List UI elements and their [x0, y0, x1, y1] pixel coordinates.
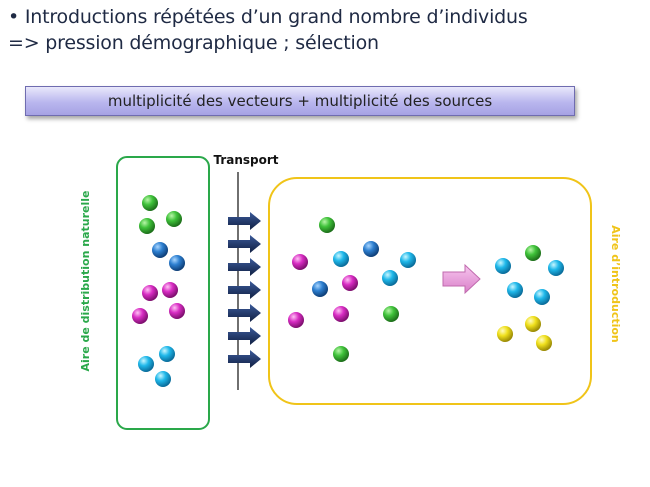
individual-blue: [169, 255, 185, 271]
individual-green: [525, 245, 541, 261]
individual-magenta: [292, 254, 308, 270]
transport-arrow: [228, 258, 261, 276]
individual-cyan: [382, 270, 398, 286]
individual-cyan: [534, 289, 550, 305]
transport-arrow: [228, 350, 261, 368]
transport-arrow: [228, 281, 261, 299]
bullet-line-introductions: • Introductions répétées d’un grand nomb…: [8, 6, 528, 28]
individual-green: [333, 346, 349, 362]
individual-yellow: [497, 326, 513, 342]
selection-arrow: [442, 263, 481, 295]
individual-cyan: [159, 346, 175, 362]
introduction-area-label: Aire d’introduction: [609, 225, 622, 343]
banner-multiplicite: multiplicité des vecteurs + multiplicité…: [25, 86, 575, 116]
individual-green: [139, 218, 155, 234]
individual-yellow: [525, 316, 541, 332]
individual-cyan: [400, 252, 416, 268]
bullet-line-pression: => pression démographique ; sélection: [8, 32, 379, 54]
transport-label: Transport: [213, 153, 278, 167]
individual-yellow: [536, 335, 552, 351]
individual-green: [383, 306, 399, 322]
individual-magenta: [333, 306, 349, 322]
introduction-area-box: [268, 177, 592, 405]
selected-individuals: [495, 245, 564, 351]
individual-green: [142, 195, 158, 211]
individual-cyan: [495, 258, 511, 274]
individual-magenta: [288, 312, 304, 328]
individual-blue: [152, 242, 168, 258]
individual-magenta: [342, 275, 358, 291]
native-area-box: [116, 156, 210, 430]
individual-cyan: [155, 371, 171, 387]
individual-green: [319, 217, 335, 233]
individual-magenta: [142, 285, 158, 301]
individual-blue: [363, 241, 379, 257]
individual-cyan: [138, 356, 154, 372]
individual-green: [166, 211, 182, 227]
introduced-individuals: [288, 217, 416, 362]
transport-arrows: [228, 212, 261, 368]
individual-cyan: [548, 260, 564, 276]
individual-cyan: [507, 282, 523, 298]
native-area-label: Aire de distribution naturelle: [79, 191, 92, 372]
transport-arrow: [228, 212, 261, 230]
individual-cyan: [333, 251, 349, 267]
transport-arrow: [228, 304, 261, 322]
individual-blue: [312, 281, 328, 297]
individual-magenta: [132, 308, 148, 324]
individual-magenta: [162, 282, 178, 298]
individual-magenta: [169, 303, 185, 319]
transport-arrow: [228, 327, 261, 345]
transport-arrow: [228, 235, 261, 253]
native-individuals: [132, 195, 185, 387]
